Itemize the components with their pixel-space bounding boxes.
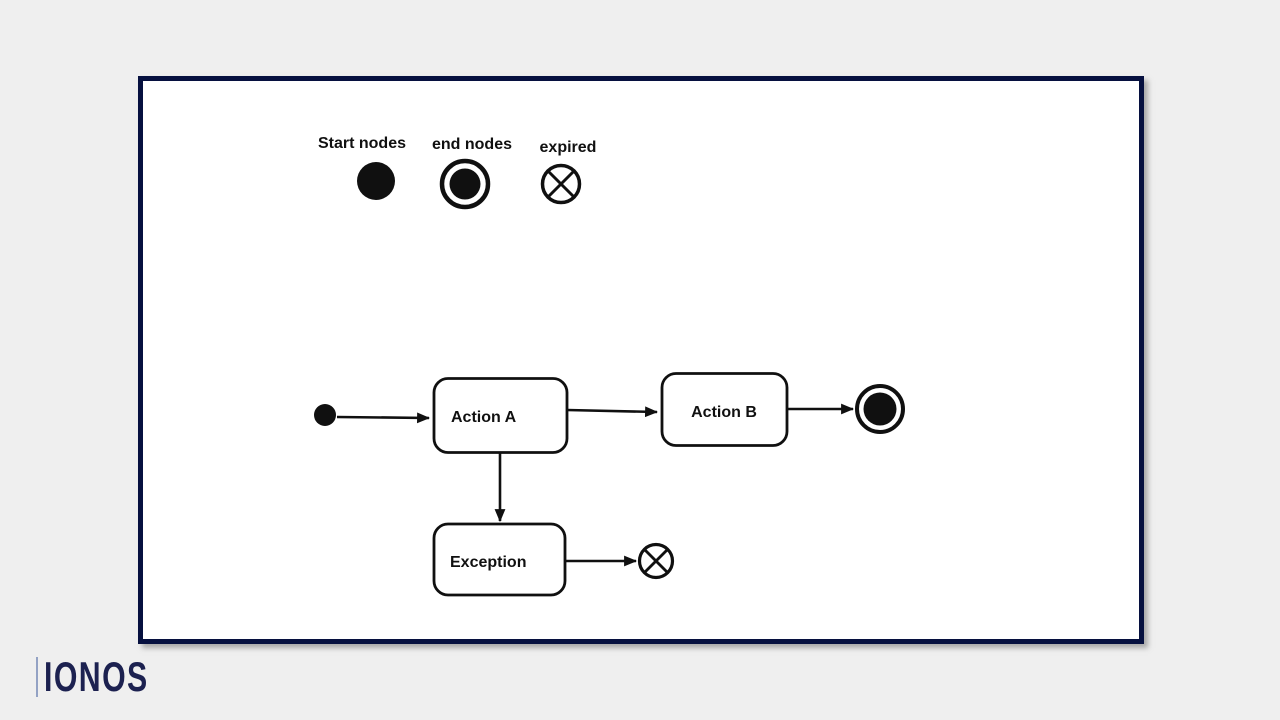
exception-node [432, 522, 567, 597]
edge-action-a-to-action-b [566, 406, 659, 418]
legend-end-node-icon [439, 158, 491, 210]
legend-expired-label: expired [540, 139, 597, 156]
legend-expired-icon [540, 163, 582, 205]
exception-label: Exception [450, 554, 526, 571]
legend-start-node-icon [357, 162, 395, 200]
action-a-label: Action A [451, 409, 517, 426]
ionos-logo: IONOS [36, 655, 189, 699]
start-node [314, 404, 336, 426]
legend-end-label: end nodes [432, 136, 512, 153]
action-a-node [432, 377, 569, 454]
expired-node [637, 542, 675, 580]
end-node [855, 384, 905, 434]
legend-start-label: Start nodes [318, 135, 406, 152]
diagram-frame [138, 76, 1144, 644]
logo-text: IONOS [44, 653, 149, 700]
action-b-label: Action B [691, 404, 757, 421]
logo-divider-bar [36, 657, 38, 697]
edge-start-to-action-a [336, 412, 431, 424]
